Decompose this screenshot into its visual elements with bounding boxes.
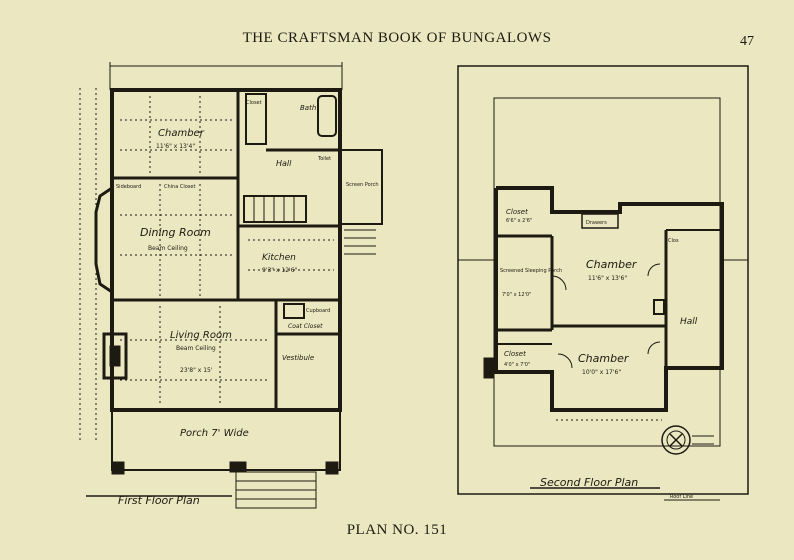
page-title: THE CRAFTSMAN BOOK OF BUNGALOWS <box>242 30 552 46</box>
sf-chamber-bottom-size: 10'0" x 17'6" <box>582 369 621 376</box>
ff-living-beam-label: Beam Ceiling <box>176 345 216 352</box>
ff-closet-label: Closet <box>246 100 262 106</box>
ff-dining-room-label: Dining Room <box>140 226 211 239</box>
sf-chamber-top-size: 11'6" x 13'6" <box>588 275 627 282</box>
compass-rose-seal-icon <box>661 425 714 455</box>
ff-screen-porch-label: Screen Porch <box>346 182 379 188</box>
page-number: 47 <box>740 34 754 49</box>
sf-clos-label: Clos <box>668 238 679 244</box>
ff-living-room-label: Living Room <box>170 330 232 341</box>
ff-cupboard-label: Cupboard <box>306 308 330 314</box>
sf-screened-porch-size: 7'0" x 12'0" <box>502 292 531 298</box>
ff-porch-label: Porch 7' Wide <box>180 428 249 439</box>
sf-closet-bottom-label: Closet <box>504 350 526 358</box>
ff-bath-label: Bath <box>300 104 316 112</box>
sf-closet-top-label: Closet <box>506 208 528 216</box>
sf-screened-porch-label: Screened Sleeping Porch <box>500 268 562 274</box>
ff-caption: First Floor Plan <box>118 494 200 507</box>
sf-caption: Second Floor Plan <box>540 476 638 489</box>
ff-chamber-size: 11'6" x 13'4" <box>156 143 195 150</box>
plan-label: PLAN NO. 151 <box>346 522 448 538</box>
sf-closet-bottom-size: 4'0" x 7'0" <box>504 362 530 368</box>
ff-vestibule-label: Vestibule <box>282 354 314 362</box>
ff-china-closet-label: China Closet <box>164 184 195 190</box>
ff-living-size: 23'8" x 15' <box>180 367 213 374</box>
ff-toilet-label: Toilet <box>317 156 331 162</box>
sf-chamber-top-label: Chamber <box>586 258 638 271</box>
ff-chamber-label: Chamber <box>158 128 205 139</box>
sf-closet-top-size: 6'6" x 2'6" <box>506 218 532 224</box>
sf-roof-line-label: Roof Line <box>670 494 693 500</box>
sf-drawers-label: Drawers <box>586 220 607 226</box>
second-floor-plan <box>457 65 749 501</box>
ff-kitchen-size: 9'3" x 12'6" <box>262 267 298 274</box>
ff-coat-closet-label: Coat Closet <box>288 323 323 330</box>
ff-sideboard-label: Sideboard <box>116 184 141 190</box>
first-floor-plan <box>79 62 383 509</box>
ff-kitchen-label: Kitchen <box>262 253 296 263</box>
sf-hall-label: Hall <box>680 317 698 327</box>
sf-chamber-bottom-label: Chamber <box>578 352 630 365</box>
ff-hall-label: Hall <box>276 159 292 168</box>
ff-dining-beam-label: Beam Ceiling <box>148 245 188 252</box>
